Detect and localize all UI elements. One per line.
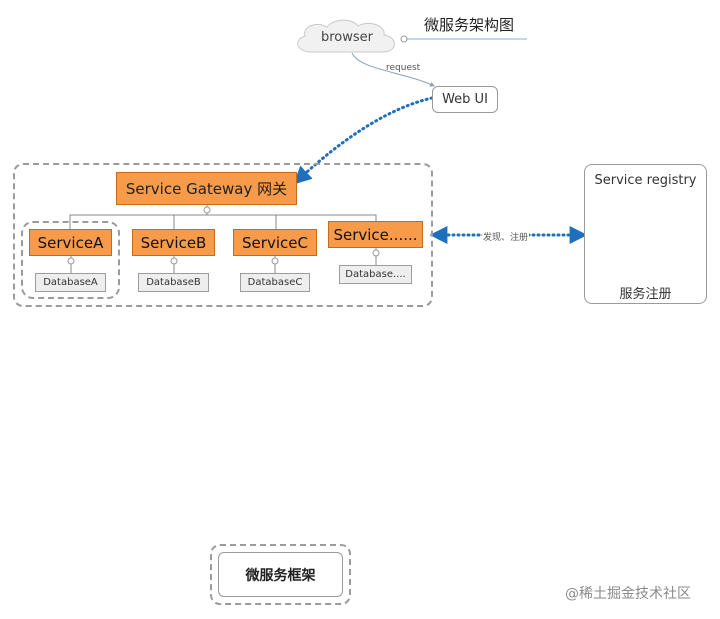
registry-title: Service registry [594,173,697,188]
servicea-group [21,221,120,299]
database-node-c[interactable]: DatabaseC [240,273,310,292]
service-node-c[interactable]: ServiceC [233,229,317,256]
framework-node[interactable]: 微服务框架 [218,552,343,597]
request-arrow [351,52,435,87]
gateway-node[interactable]: Service Gateway 网关 [116,172,297,205]
svcd-dot [372,249,380,257]
database-node-a[interactable]: DatabaseA [35,273,106,292]
registry-subtitle: 服务注册 [619,287,672,302]
services-container [13,163,433,307]
service-node-more[interactable]: Service...... [328,221,423,248]
database-node-more[interactable]: Database.... [339,265,412,284]
svcc-dot [271,257,279,265]
service-registry-node[interactable]: Service registry 服务注册 [584,164,707,304]
svca-dot [67,257,75,265]
diagram-title: 微服务架构图 [424,16,515,34]
browser-cloud-icon [297,19,395,53]
gateway-connector-dot [203,206,211,214]
discover-register-label: 发现、注册 [482,230,530,243]
service-node-a[interactable]: ServiceA [29,229,112,256]
watermark: @稀土掘金技术社区 [565,586,691,602]
framework-container [210,544,351,605]
database-node-b[interactable]: DatabaseB [138,273,209,292]
service-node-b[interactable]: ServiceB [132,229,215,256]
request-label: request [386,63,421,73]
svcb-dot [170,257,178,265]
title-connector-dot [400,35,408,43]
webui-to-gateway-connector [293,96,434,185]
webui-node[interactable]: Web UI [432,86,498,113]
browser-label: browser [320,30,373,45]
